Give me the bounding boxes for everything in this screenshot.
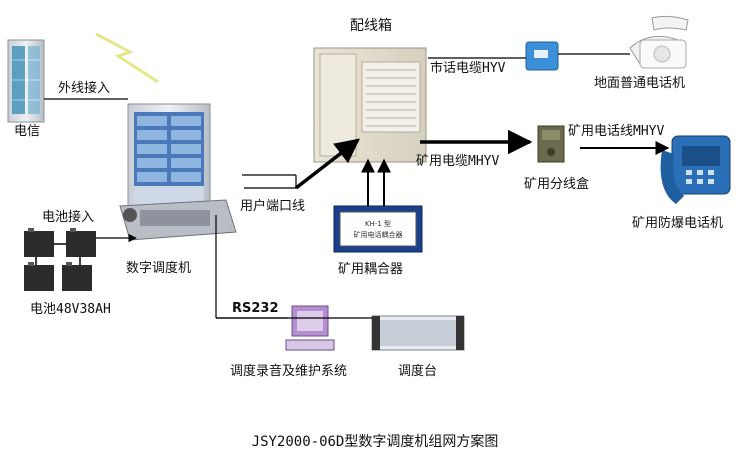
coupler-panel-title: KH-1 型 [365, 219, 391, 228]
label-city-cable: 市话电缆HYV [430, 61, 506, 76]
label-distribution-box: 配线箱 [350, 18, 392, 34]
label-user-port-line: 用户端口线 [240, 199, 306, 214]
battery-group-icon [24, 228, 96, 291]
lightning-icon [95, 32, 159, 84]
label-dispatch-console: 调度台 [398, 364, 438, 379]
label-battery-in: 电池接入 [42, 210, 95, 225]
surface-telephone-icon [629, 15, 689, 69]
junction-box-icon [537, 125, 565, 163]
dispatcher-cabinet-icon [119, 103, 237, 241]
label-mine-coupler: 矿用耦合器 [338, 262, 404, 277]
connection-lines [44, 53, 670, 319]
mine-coupler-icon: KH-1 型 矿用电话耦合器 [333, 205, 423, 253]
label-external-line-in: 外线接入 [58, 81, 111, 96]
computer-icon [285, 305, 335, 351]
dispatch-console-icon [371, 315, 465, 351]
telephone-line-box-icon [525, 41, 559, 71]
explosion-proof-phone-icon [660, 135, 731, 204]
label-surface-phone: 地面普通电话机 [594, 76, 686, 91]
label-telecom: 电信 [14, 124, 41, 139]
distribution-box-icon [313, 47, 427, 163]
label-rs232: RS232 [232, 301, 279, 316]
label-mine-junction-box: 矿用分线盒 [524, 177, 590, 192]
label-digital-dispatcher: 数字调度机 [126, 261, 192, 276]
telecom-cabinet-icon [7, 39, 45, 123]
diagram-caption: JSY2000-06D型数字调度机组网方案图 [251, 434, 499, 450]
label-battery-spec: 电池48V38AH [30, 302, 111, 317]
label-mine-phone-line: 矿用电话线MHYV [568, 124, 665, 139]
coupler-panel-subtitle: 矿用电话耦合器 [354, 230, 403, 239]
label-mine-cable: 矿用电缆MHYV [416, 154, 500, 169]
label-recording-system: 调度录音及维护系统 [230, 364, 348, 379]
label-explosion-proof-phone: 矿用防爆电话机 [632, 216, 724, 231]
